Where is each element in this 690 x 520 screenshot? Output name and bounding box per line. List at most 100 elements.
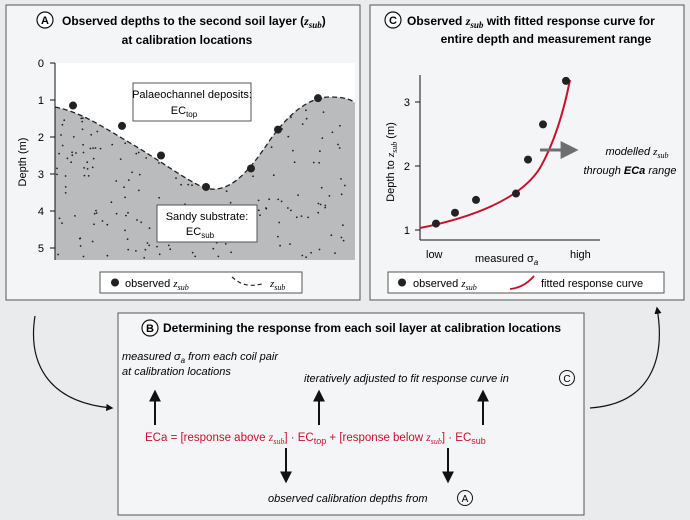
fitted-response-curve — [419, 79, 571, 229]
sandy-substrate-area — [55, 97, 355, 260]
sand-dot — [93, 223, 95, 226]
panel-a-y-tick-label: 5 — [38, 243, 44, 255]
panel-c-y-axis-label: Depth to zsub (m) — [385, 122, 399, 202]
sand-dot — [290, 209, 292, 212]
sand-dot — [140, 221, 143, 224]
sand-dot — [342, 239, 345, 242]
sand-dot — [119, 158, 122, 161]
panel-a-legend-observed: observed zsub — [125, 278, 189, 292]
sand-dot — [290, 116, 292, 119]
sand-dot — [57, 253, 59, 256]
panel-c-letter: C — [389, 15, 397, 27]
sand-dot — [87, 175, 90, 177]
sand-dot — [82, 143, 84, 146]
panel-c: C Observed zsub with fitted response cur… — [369, 4, 685, 301]
sand-dot — [187, 183, 190, 186]
panel-a-title-line1: Observed depths to the second soil layer… — [62, 14, 326, 30]
panel-a: A Observed depths to the second soil lay… — [5, 4, 361, 301]
sand-dot — [175, 177, 177, 180]
sand-dot — [66, 157, 69, 160]
sand-dot — [305, 109, 307, 112]
sand-dot — [101, 220, 104, 222]
sand-dot — [89, 147, 92, 150]
sand-dot — [156, 245, 158, 248]
panel-a-legend-line-label: zsub — [269, 278, 285, 292]
observed-depth-point — [157, 151, 165, 160]
panel-c-frame — [369, 4, 685, 301]
sand-dot — [81, 120, 84, 123]
sand-dot — [92, 157, 95, 160]
legend-curve-swatch — [509, 275, 535, 290]
sand-dot — [331, 131, 334, 134]
sand-dot — [127, 211, 129, 214]
sand-dot — [334, 252, 336, 255]
arrow-b-to-c — [589, 306, 662, 409]
sand-dot — [90, 133, 93, 136]
sand-dot — [259, 214, 261, 217]
sand-dot — [124, 229, 126, 232]
observed-calibration-point — [524, 155, 532, 164]
sand-dot — [230, 251, 233, 254]
sand-dot — [344, 184, 346, 187]
sand-dot — [252, 175, 254, 178]
note-iterative: iteratively adjusted to fit response cur… — [304, 373, 509, 385]
ref-c-letter: C — [563, 374, 570, 385]
sand-dot — [61, 144, 64, 147]
sand-dot — [224, 243, 227, 245]
sand-dot — [278, 221, 281, 224]
sand-dot — [257, 209, 260, 212]
sand-dot — [191, 184, 193, 187]
sand-dot — [301, 123, 304, 125]
sand-dot — [144, 248, 147, 251]
sand-dot — [277, 198, 280, 201]
sand-dot — [301, 254, 304, 257]
sandy-substrate-label-box — [156, 204, 258, 243]
sand-dot — [305, 117, 308, 120]
sand-dot — [125, 214, 127, 217]
observed-calibration-point — [539, 120, 547, 129]
sand-dot — [310, 251, 312, 254]
sand-dot — [124, 196, 126, 199]
sand-dot — [143, 256, 146, 259]
sand-dot — [312, 161, 315, 164]
sand-dot — [82, 255, 85, 258]
arrow-a-to-b — [32, 315, 114, 412]
sand-dot — [225, 190, 228, 193]
sand-dot — [64, 192, 67, 194]
x-axis-high-label: high — [570, 249, 591, 261]
observed-calibration-point — [451, 208, 459, 217]
panel-c-x-axis-label: measured σa — [475, 253, 539, 267]
sand-dot — [279, 244, 281, 247]
panel-a-title-line2: at calibration locations — [122, 33, 253, 47]
sand-dot — [272, 174, 275, 177]
sand-dot — [115, 212, 118, 215]
sand-dot — [289, 243, 291, 246]
sand-dot — [321, 137, 324, 140]
sand-dot — [99, 147, 102, 150]
sand-dot — [70, 161, 72, 164]
sand-dot — [78, 237, 81, 240]
panel-c-y-tick-label: 2 — [404, 161, 410, 173]
sand-dot — [135, 250, 137, 252]
sand-dot — [337, 143, 339, 146]
legend-c-observed-marker — [398, 278, 406, 287]
sand-dot — [322, 111, 325, 113]
legend-dashed-line — [231, 276, 263, 286]
sand-dot — [60, 134, 62, 136]
sand-dot — [72, 136, 75, 138]
sand-dot — [295, 216, 298, 219]
panel-a-y-tick-label: 1 — [38, 95, 44, 107]
sand-dot — [148, 227, 151, 230]
panel-b-letter: B — [146, 323, 154, 335]
sand-dot — [106, 223, 109, 226]
panel-b: B Determining the response from each soi… — [117, 312, 585, 516]
palaeochannel-label-box — [132, 82, 252, 122]
panel-c-title-line2: entire depth and measurement range — [441, 32, 652, 46]
observed-calibration-point — [512, 189, 520, 198]
panel-a-y-tick-label: 0 — [38, 58, 44, 70]
panel-a-observed-points — [69, 94, 322, 191]
panel-b-letter-circle — [141, 319, 159, 337]
panel-c-legend-curve: fitted response curve — [541, 278, 643, 290]
